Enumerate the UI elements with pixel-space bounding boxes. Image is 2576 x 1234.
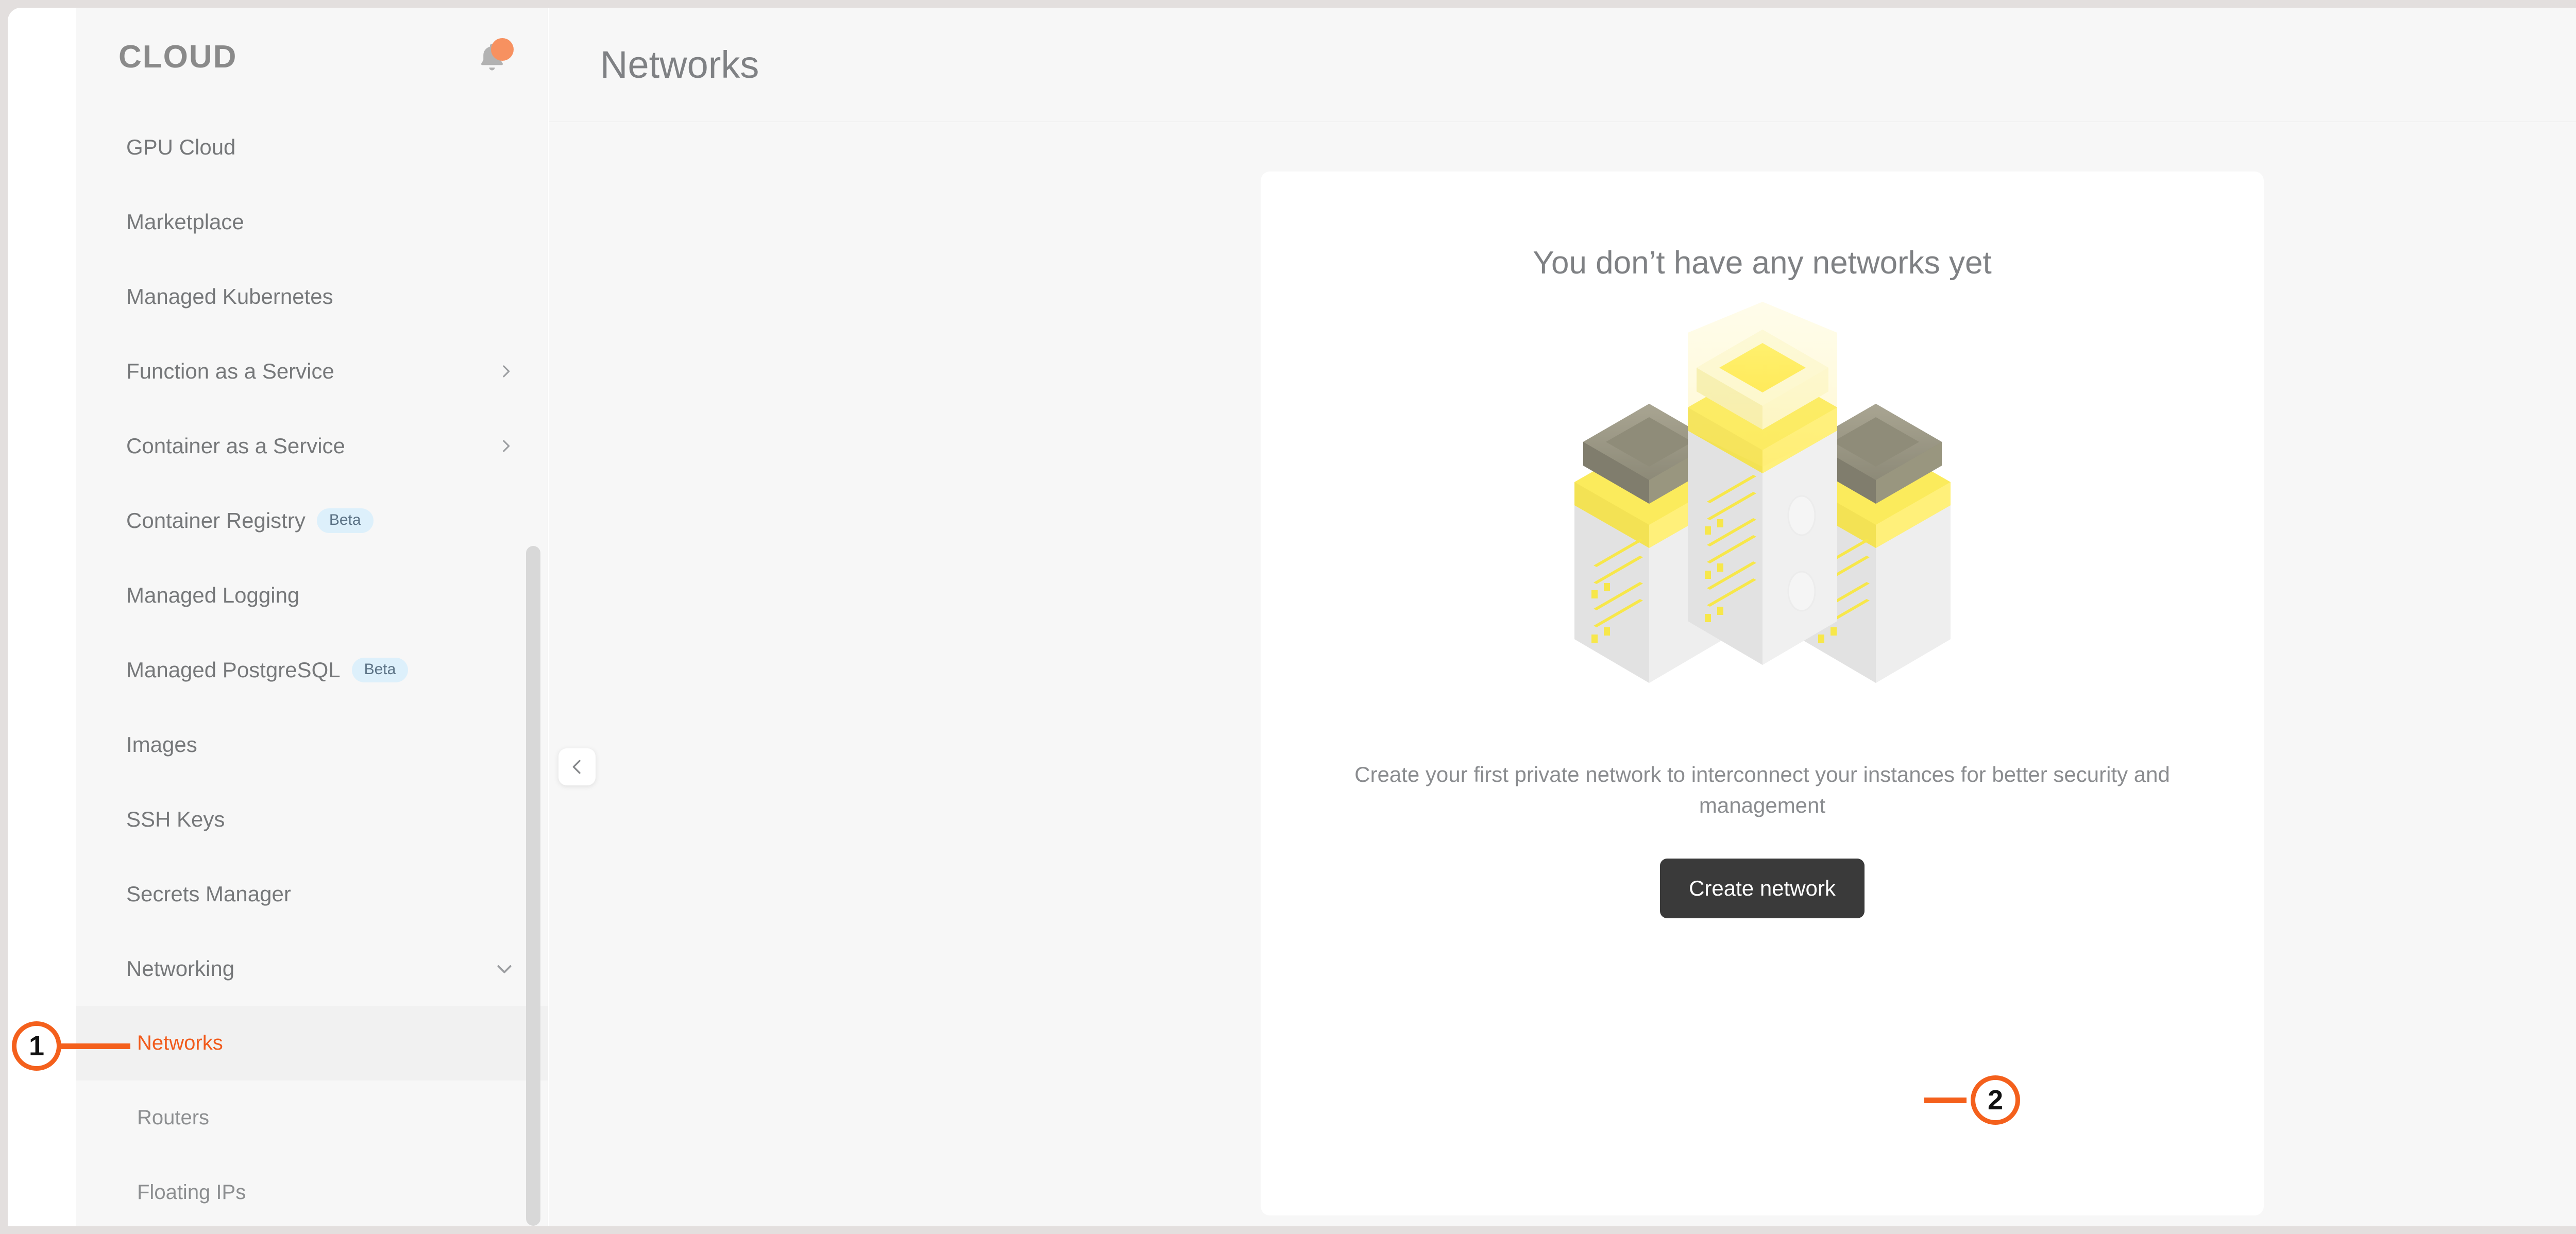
sidebar-item-networks[interactable]: Networks <box>76 1006 548 1081</box>
sidebar-item-routers[interactable]: Routers <box>76 1081 548 1155</box>
chevron-down-icon <box>494 958 515 979</box>
sidebar-item-label: Secrets Manager <box>126 881 291 906</box>
sidebar-item-networking[interactable]: Networking <box>76 931 548 1006</box>
sidebar-item-marketplace[interactable]: Marketplace <box>76 184 548 259</box>
sidebar-item-gpu-cloud[interactable]: GPU Cloud <box>76 110 548 184</box>
server-rack-center <box>1687 302 1837 665</box>
page-title: Networks <box>600 43 759 86</box>
sidebar-item-managed-logging[interactable]: Managed Logging <box>76 558 548 632</box>
beta-badge: Beta <box>351 657 409 682</box>
sidebar-item-label: Marketplace <box>126 209 244 234</box>
sidebar-item-managed-postgresql[interactable]: Managed PostgreSQL Beta <box>76 632 548 707</box>
chevron-left-icon <box>572 760 581 774</box>
sidebar-item-label: Floating IPs <box>137 1181 246 1204</box>
sidebar-nav: GPU Cloud Marketplace Managed Kubernetes… <box>76 106 548 1226</box>
sidebar-item-ssh-keys[interactable]: SSH Keys <box>76 782 548 856</box>
sidebar-item-function-as-a-service[interactable]: Function as a Service <box>76 334 548 408</box>
main-content: Networks Create network You don’t have a… <box>549 8 2576 1226</box>
sidebar-item-label: Container Registry <box>126 508 306 533</box>
empty-state-create-network-button[interactable]: Create network <box>1660 859 1865 919</box>
sidebar-collapse-button[interactable] <box>558 748 596 785</box>
sidebar-item-secrets-manager[interactable]: Secrets Manager <box>76 856 548 931</box>
sidebar: CLOUD GPU Cloud Marketplace Managed Kube… <box>76 8 548 1226</box>
annotation-gutter <box>8 8 76 1226</box>
sidebar-item-container-as-a-service[interactable]: Container as a Service <box>76 408 548 483</box>
sidebar-item-label: Function as a Service <box>126 358 334 383</box>
notification-badge-dot <box>491 38 514 61</box>
page-header: Networks Create network <box>549 8 2576 122</box>
sidebar-item-label: Container as a Service <box>126 433 345 458</box>
sidebar-item-label: SSH Keys <box>126 807 225 831</box>
server-rack-left <box>1574 404 1724 683</box>
beta-badge: Beta <box>316 508 374 533</box>
sidebar-item-images[interactable]: Images <box>76 707 548 782</box>
app-window: CLOUD GPU Cloud Marketplace Managed Kube… <box>8 8 2576 1226</box>
chevron-right-icon <box>497 363 515 380</box>
sidebar-item-managed-kubernetes[interactable]: Managed Kubernetes <box>76 259 548 334</box>
notifications-button[interactable] <box>473 37 514 76</box>
brand-title: CLOUD <box>118 39 238 75</box>
empty-state-description: Create your first private network to int… <box>1354 762 2170 817</box>
server-rack-right <box>1801 404 1951 683</box>
server-racks-illustration <box>1574 302 1951 683</box>
sidebar-item-label: Routers <box>137 1106 210 1129</box>
empty-state-title: You don’t have any networks yet <box>1533 245 1992 281</box>
sidebar-item-container-registry[interactable]: Container Registry Beta <box>76 483 548 558</box>
sidebar-item-label: Images <box>126 732 197 757</box>
sidebar-item-label: Managed Kubernetes <box>126 284 333 309</box>
empty-state-card: You don’t have any networks yet <box>1261 172 2264 1215</box>
sidebar-scrollbar-thumb[interactable] <box>526 546 540 1226</box>
chevron-right-icon <box>497 437 515 455</box>
sidebar-item-label: Networks <box>137 1032 223 1054</box>
sidebar-item-label: Managed PostgreSQL <box>126 657 341 682</box>
sidebar-header: CLOUD <box>76 8 548 106</box>
sidebar-item-label: Managed Logging <box>126 582 300 607</box>
sidebar-item-label: Networking <box>126 956 235 981</box>
sidebar-item-label: GPU Cloud <box>126 134 236 159</box>
sidebar-item-floating-ips[interactable]: Floating IPs <box>76 1155 548 1226</box>
